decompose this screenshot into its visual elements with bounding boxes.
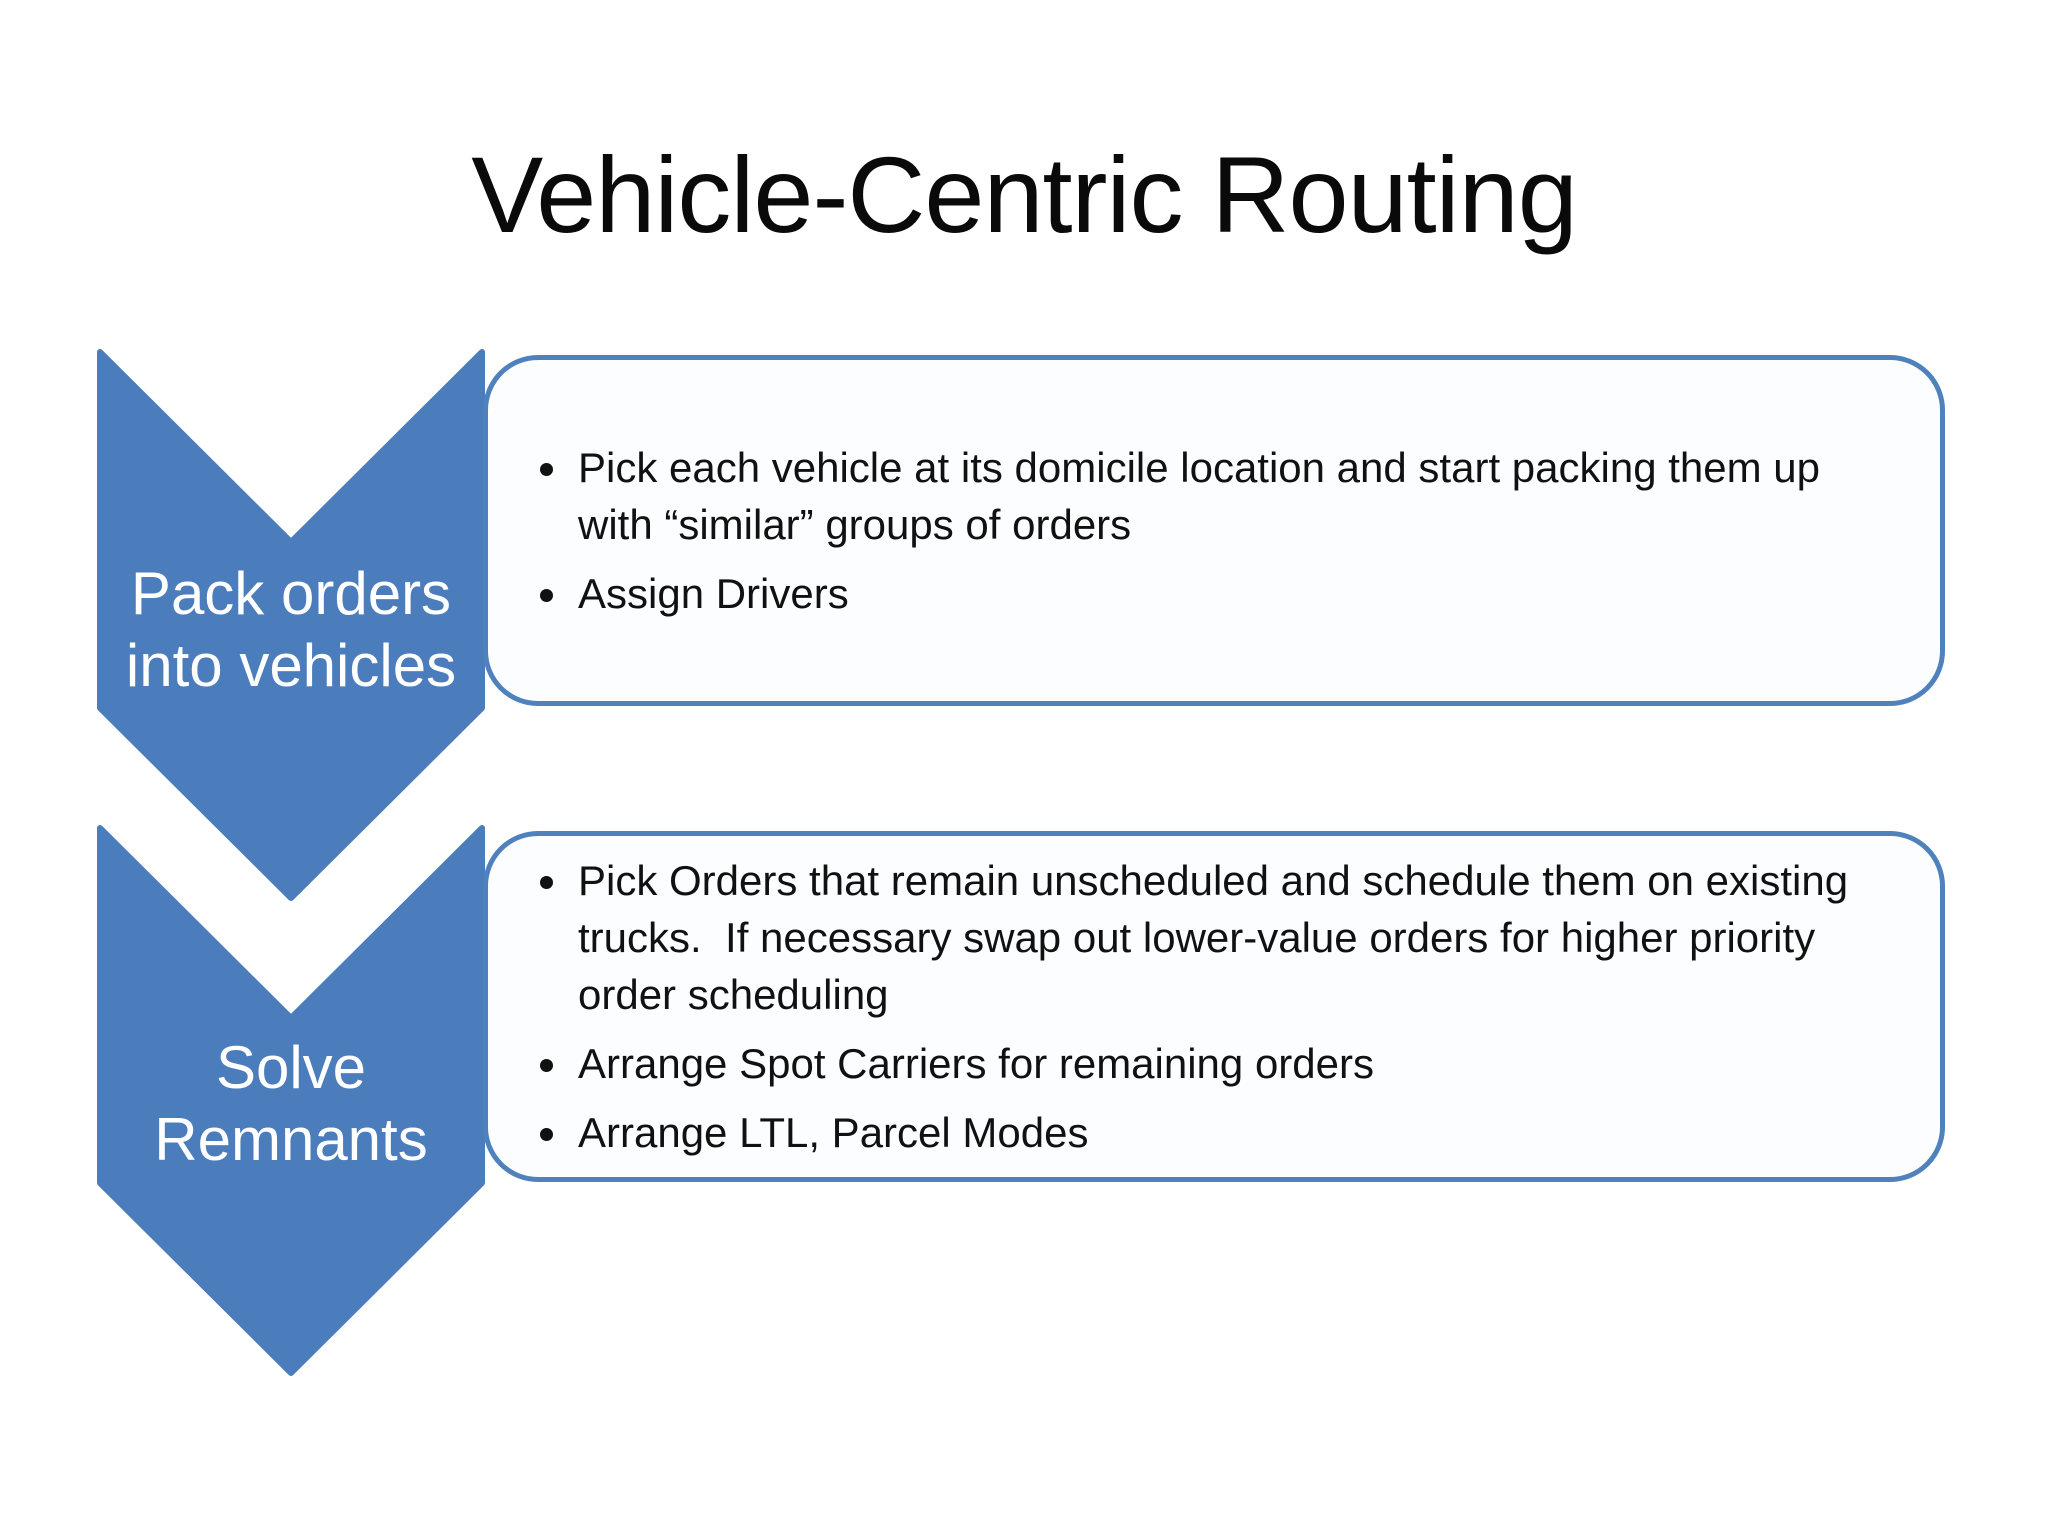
page-title: Vehicle-Centric Routing (471, 134, 1578, 255)
bullet-item: Pick each vehicle at its domicile locati… (572, 439, 1904, 553)
chevron-down-shape-2 (97, 825, 485, 1376)
chevron-label-line: into vehicles (125, 632, 457, 699)
bullet-list: Pick each vehicle at its domicile locati… (508, 439, 1904, 622)
chevron-label-line: Remnants (154, 1106, 428, 1173)
bullet-item: Arrange LTL, Parcel Modes (572, 1104, 1904, 1161)
bullet-list: Pick Orders that remain unscheduled and … (508, 852, 1904, 1161)
bullet-item: Pick Orders that remain unscheduled and … (572, 852, 1904, 1023)
bullet-item: Assign Drivers (572, 565, 1904, 622)
chevron-label-solve-remnants: Solve Remnants (50, 1032, 532, 1176)
chevron-label-pack-orders: Pack orders into vehicles (50, 558, 532, 702)
bullet-item: Arrange Spot Carriers for remaining orde… (572, 1035, 1904, 1092)
chevron-down-shape-1 (97, 349, 485, 901)
step-detail-box-1: Pick each vehicle at its domicile locati… (483, 355, 1945, 706)
chevron-label-line: Solve (215, 1034, 367, 1101)
chevron-label-line: Pack orders (130, 560, 452, 627)
step-detail-box-2: Pick Orders that remain unscheduled and … (483, 831, 1945, 1182)
